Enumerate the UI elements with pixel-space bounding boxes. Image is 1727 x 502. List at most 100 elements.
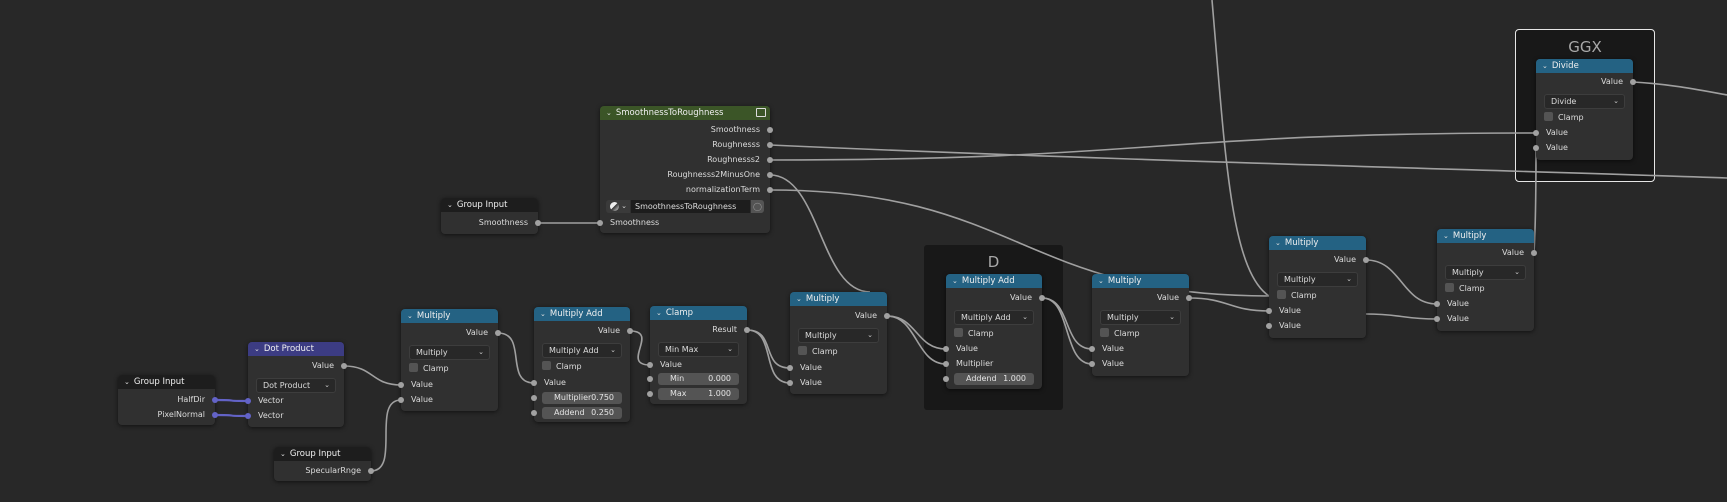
float-socket-input[interactable] [597, 220, 603, 226]
operation-dropdown[interactable]: Multiply⌄ [1277, 272, 1358, 287]
clamp-checkbox[interactable]: Clamp [798, 346, 838, 358]
float-socket-output[interactable] [1630, 79, 1636, 85]
checkbox-box[interactable] [1100, 328, 1109, 337]
operation-dropdown[interactable]: Multiply⌄ [409, 345, 490, 360]
collapse-chevron-icon[interactable]: ⌄ [540, 310, 546, 318]
float-socket-output[interactable] [627, 328, 633, 334]
collapse-chevron-icon[interactable]: ⌄ [1098, 277, 1104, 285]
float-socket-input[interactable] [1434, 316, 1440, 322]
float-socket-input[interactable] [398, 397, 404, 403]
node-multiply-4[interactable]: ⌄Multiply Value Multiply⌄ Clamp Value Va… [1266, 236, 1369, 338]
float-socket-output[interactable] [1363, 257, 1369, 263]
node-header[interactable]: ⌄Dot Product [248, 342, 344, 356]
operation-dropdown[interactable]: Divide⌄ [1544, 94, 1625, 109]
node-header[interactable]: ⌄Multiply Add [946, 274, 1042, 288]
float-socket-input[interactable] [531, 380, 537, 386]
node-group-name-field[interactable]: SmoothnessToRoughness [631, 200, 750, 213]
collapse-chevron-icon[interactable]: ⌄ [447, 201, 453, 209]
vector-socket-pixelnormal[interactable] [212, 412, 218, 418]
float-socket-result[interactable] [744, 327, 750, 333]
vector-socket-input[interactable] [245, 398, 251, 404]
node-header[interactable]: ⌄Group Input [118, 375, 215, 389]
float-socket-output[interactable] [767, 127, 773, 133]
collapse-chevron-icon[interactable]: ⌄ [124, 378, 130, 386]
checkbox-box[interactable] [1544, 112, 1553, 121]
node-group-input-smoothness[interactable]: ⌄Group Input Smoothness [441, 198, 541, 234]
checkbox-box[interactable] [542, 361, 551, 370]
float-socket-input[interactable] [1089, 346, 1095, 352]
clamp-checkbox[interactable]: Clamp [409, 363, 449, 375]
collapse-chevron-icon[interactable]: ⌄ [1443, 232, 1449, 240]
node-multiply-add-d[interactable]: ⌄Multiply Add Value Multiply Add⌄ Clamp … [943, 274, 1045, 389]
clamp-checkbox[interactable]: Clamp [1544, 112, 1584, 124]
node-header[interactable]: ⌄Multiply Add [534, 307, 630, 321]
operation-dropdown[interactable]: Multiply⌄ [798, 328, 879, 343]
float-socket-input[interactable] [1434, 301, 1440, 307]
operation-dropdown[interactable]: Dot Product⌄ [256, 378, 336, 393]
node-multiply-3[interactable]: ⌄Multiply Value Multiply⌄ Clamp Value Va… [1089, 274, 1192, 376]
float-socket-input[interactable] [1089, 361, 1095, 367]
float-socket-smoothness[interactable] [535, 220, 541, 226]
node-group-selector[interactable]: ⌄ SmoothnessToRoughness ◯ [606, 200, 764, 213]
float-socket-input[interactable] [1533, 130, 1539, 136]
node-group-icon[interactable] [756, 108, 766, 117]
collapse-chevron-icon[interactable]: ⌄ [952, 277, 958, 285]
checkbox-box[interactable] [954, 328, 963, 337]
float-socket-input[interactable] [943, 361, 949, 367]
node-multiply-5[interactable]: ⌄Multiply Value Multiply⌄ Clamp Value Va… [1434, 229, 1537, 331]
fake-user-shield-icon[interactable]: ◯ [751, 200, 764, 213]
float-socket-input[interactable] [1266, 323, 1272, 329]
float-socket-input[interactable] [943, 376, 949, 382]
node-divide[interactable]: ⌄Divide Value Divide⌄ Clamp Value Value [1533, 59, 1636, 160]
node-tree-browse-button[interactable]: ⌄ [606, 200, 630, 213]
float-socket-input[interactable] [647, 362, 653, 368]
float-socket-input[interactable] [1266, 308, 1272, 314]
node-multiply-add-1[interactable]: ⌄Multiply Add Value Multiply Add⌄ Clamp … [531, 307, 633, 422]
float-socket-output[interactable] [767, 172, 773, 178]
checkbox-box[interactable] [798, 346, 807, 355]
float-socket-output[interactable] [884, 313, 890, 319]
float-socket-output[interactable] [767, 157, 773, 163]
float-socket-output[interactable] [767, 187, 773, 193]
float-socket-output[interactable] [495, 330, 501, 336]
node-header[interactable]: ⌄Group Input [274, 447, 371, 461]
clamp-checkbox[interactable]: Clamp [954, 328, 994, 340]
node-header[interactable]: ⌄Multiply [1269, 236, 1366, 250]
operation-dropdown[interactable]: Multiply⌄ [1100, 310, 1181, 325]
node-header[interactable]: ⌄Clamp [650, 306, 747, 320]
float-socket-input[interactable] [398, 382, 404, 388]
node-multiply-1[interactable]: ⌄Multiply Value Multiply⌄ Clamp Value Va… [398, 309, 501, 411]
float-socket-input[interactable] [647, 376, 653, 382]
checkbox-box[interactable] [1445, 283, 1454, 292]
node-header[interactable]: ⌄Multiply [401, 309, 498, 323]
float-socket-output[interactable] [341, 363, 347, 369]
checkbox-box[interactable] [409, 363, 418, 372]
float-socket-input[interactable] [531, 395, 537, 401]
float-socket-input[interactable] [647, 391, 653, 397]
vector-socket-halfdir[interactable] [212, 397, 218, 403]
operation-dropdown[interactable]: Multiply Add⌄ [542, 343, 622, 358]
clamp-checkbox[interactable]: Clamp [1100, 328, 1140, 340]
collapse-chevron-icon[interactable]: ⌄ [1542, 62, 1548, 70]
float-socket-output[interactable] [767, 142, 773, 148]
float-socket-input[interactable] [531, 410, 537, 416]
clamp-type-dropdown[interactable]: Min Max⌄ [658, 342, 739, 357]
float-socket-specularrnge[interactable] [368, 468, 374, 474]
node-multiply-2[interactable]: ⌄Multiply Value Multiply⌄ Clamp Value Va… [787, 292, 890, 394]
collapse-chevron-icon[interactable]: ⌄ [656, 309, 662, 317]
clamp-checkbox[interactable]: Clamp [1445, 283, 1485, 295]
node-header[interactable]: ⌄SmoothnessToRoughness [600, 106, 770, 120]
float-socket-input[interactable] [787, 365, 793, 371]
collapse-chevron-icon[interactable]: ⌄ [606, 109, 612, 117]
node-group-input-vectors[interactable]: ⌄Group Input HalfDir PixelNormal [118, 375, 218, 425]
node-smoothness-to-roughness[interactable]: ⌄SmoothnessToRoughness Smoothness Roughn… [597, 106, 773, 233]
node-header[interactable]: ⌄Multiply [790, 292, 887, 306]
operation-dropdown[interactable]: Multiply⌄ [1445, 265, 1526, 280]
float-socket-output[interactable] [1531, 250, 1537, 256]
float-socket-input[interactable] [943, 346, 949, 352]
